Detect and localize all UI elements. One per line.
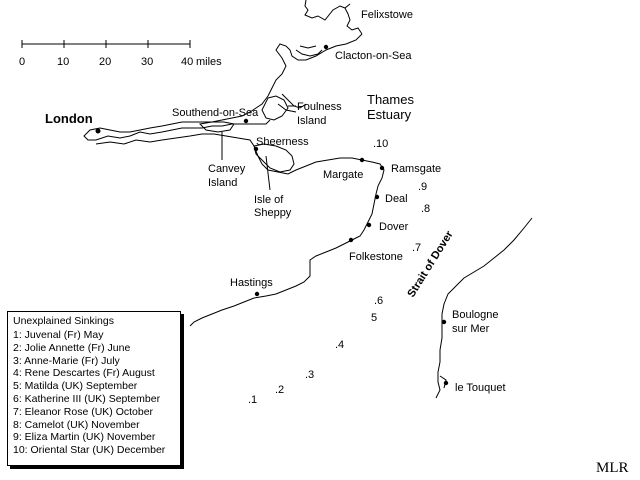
wreck-marker-9: .9 — [418, 181, 427, 193]
canvey-island — [198, 121, 235, 133]
label-thames-2: Estuary — [367, 107, 412, 122]
legend-item: 9: Eliza Martin (UK) November — [13, 431, 156, 444]
southend-dot — [243, 118, 249, 124]
author-signature: MLR — [596, 460, 629, 476]
wreck-marker-8: .8 — [421, 203, 430, 215]
legend-item: 2: Jolie Annette (Fr) June — [13, 341, 131, 354]
label-boulogne-1: Boulogne — [452, 309, 499, 321]
legend-item: 7: Eleanor Rose (UK) October — [13, 405, 154, 418]
label-felixstowe: Felixstowe — [361, 9, 413, 21]
isle-of-sheppy — [253, 143, 295, 173]
label-sheerness: Sheerness — [256, 136, 309, 148]
margate-dot — [359, 157, 365, 163]
essex-estuary-inlet — [277, 45, 323, 113]
wreck-marker-5: 5 — [371, 312, 377, 324]
label-boulogne-2: sur Mer — [452, 323, 490, 335]
label-canvey-2: Island — [208, 177, 237, 189]
legend-title: Unexplained Sinkings — [13, 315, 114, 327]
wreck-marker-6: .6 — [374, 295, 383, 307]
deal-dot — [374, 194, 380, 200]
label-clacton: Clacton-on-Sea — [335, 50, 412, 62]
scale-tick-40: 40 — [181, 56, 193, 68]
wreck-marker-2: .2 — [275, 384, 284, 396]
boulogne-dot — [441, 319, 447, 325]
label-ramsgate: Ramsgate — [391, 163, 441, 175]
essex-coastline — [83, 0, 363, 141]
scale-bar: 0 10 20 30 40 miles — [19, 40, 222, 68]
hastings-dot — [254, 291, 260, 297]
scale-unit: miles — [196, 56, 222, 68]
town-markers — [95, 44, 449, 386]
legend-item: 8: Camelot (UK) November — [13, 418, 140, 431]
label-thames-1: Thames — [367, 92, 414, 107]
legend-item: 1: Juvenal (Fr) May — [13, 329, 104, 341]
label-hastings: Hastings — [230, 277, 273, 289]
legend-box: Unexplained Sinkings 1: Juvenal (Fr) May… — [7, 311, 181, 466]
wreck-marker-7: .7 — [412, 242, 421, 254]
ramsgate-dot — [379, 165, 385, 171]
label-canvey-1: Canvey — [208, 163, 246, 175]
label-foulness-2: Island — [297, 115, 326, 127]
label-le-touquet: le Touquet — [455, 382, 506, 394]
label-deal: Deal — [385, 193, 408, 205]
clacton-dot — [323, 44, 329, 50]
french-coastline-inlet — [439, 375, 447, 389]
le-touquet-dot — [443, 380, 449, 386]
foulness-island — [261, 95, 289, 121]
scale-tick-30: 30 — [141, 56, 153, 68]
sheerness-dot — [253, 146, 259, 152]
kent-coastline — [95, 133, 385, 327]
label-foulness-1: Foulness — [297, 101, 342, 113]
label-strait-of-dover: Strait of Dover — [405, 228, 456, 299]
thames-river — [95, 119, 271, 141]
scale-tick-10: 10 — [57, 56, 69, 68]
label-london: London — [45, 111, 93, 126]
legend-item: 6: Katherine III (UK) September — [13, 392, 161, 405]
scale-tick-0: 0 — [19, 56, 25, 68]
london-dot — [95, 128, 101, 134]
wreck-marker-3: .3 — [305, 369, 314, 381]
label-folkestone: Folkestone — [349, 251, 403, 263]
sheppy-leader — [265, 155, 271, 191]
wreck-marker-10: .10 — [373, 138, 388, 150]
label-sheppy-1: Isle of — [254, 194, 284, 206]
label-margate: Margate — [323, 169, 363, 181]
scale-tick-20: 20 — [99, 56, 111, 68]
folkestone-dot — [348, 237, 354, 243]
dover-dot — [366, 222, 372, 228]
wreck-marker-4: .4 — [335, 339, 344, 351]
label-southend: Southend-on-Sea — [172, 107, 259, 119]
legend-item: 5: Matilda (UK) September — [13, 380, 138, 393]
label-dover: Dover — [379, 221, 409, 233]
label-sheppy-2: Sheppy — [254, 207, 292, 219]
wreck-markers: .1 .2 .3 .4 5 .6 .7 .8 .9 .10 — [248, 138, 430, 406]
french-coastline — [435, 217, 533, 399]
legend-item: 3: Anne-Marie (Fr) July — [13, 354, 120, 367]
legend-item: 4: Rene Descartes (Fr) August — [13, 367, 155, 380]
wreck-marker-1: .1 — [248, 394, 257, 406]
legend-item: 10: Oriental Star (UK) December — [13, 444, 166, 457]
